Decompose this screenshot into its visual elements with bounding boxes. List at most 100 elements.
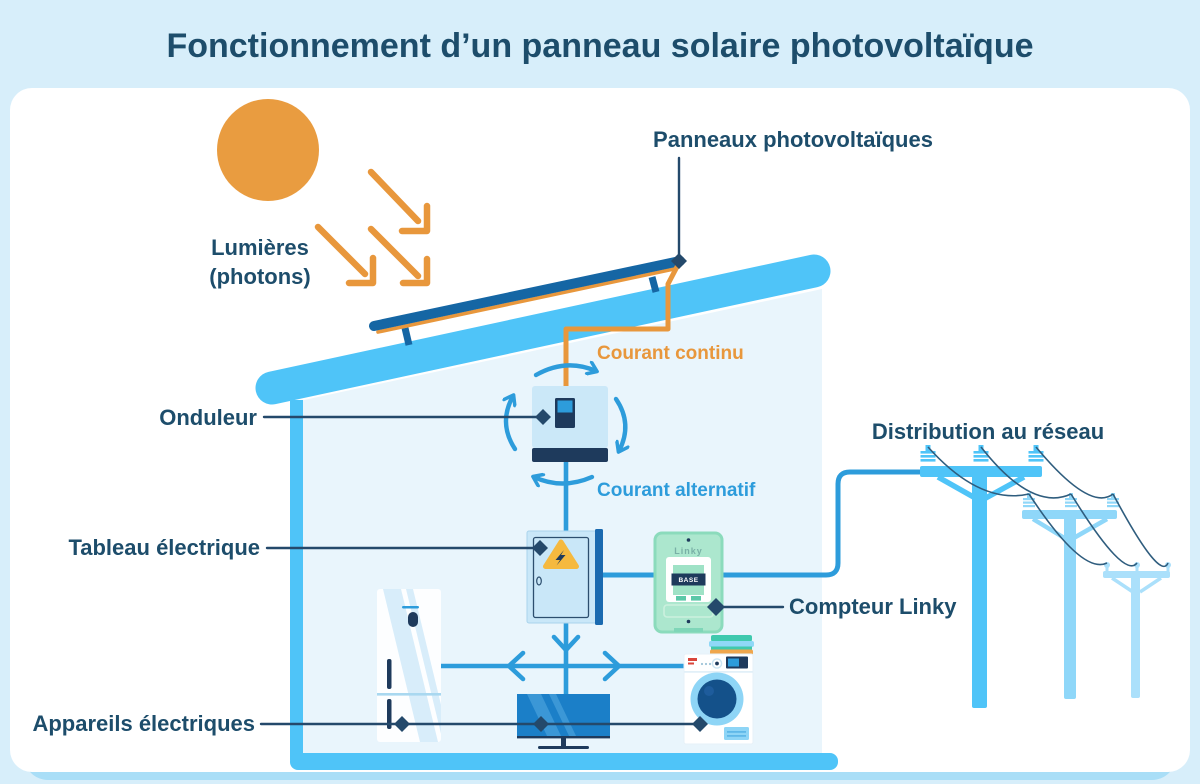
grid-cables bbox=[927, 446, 1169, 568]
panel-module bbox=[369, 256, 685, 331]
fridge bbox=[377, 589, 441, 742]
washer-led-3 bbox=[708, 662, 712, 666]
washer-door-highlight bbox=[704, 686, 714, 696]
panel-leg-left bbox=[401, 327, 413, 346]
tv-stand-neck bbox=[561, 738, 566, 747]
meter-top-screw bbox=[686, 538, 691, 542]
electrical-panel bbox=[526, 529, 603, 625]
arrow-down-icon bbox=[551, 634, 581, 653]
inverter-screen-glow bbox=[557, 400, 573, 413]
label-dc-current: Courant continu bbox=[597, 343, 744, 364]
arrow-left-icon bbox=[506, 650, 526, 682]
wiring bbox=[438, 260, 934, 697]
washer-logo-small bbox=[688, 662, 694, 665]
tv-stand-base bbox=[538, 746, 589, 749]
lightning-bolt-icon bbox=[555, 550, 566, 566]
meter-button-left bbox=[676, 596, 686, 601]
pole-3-insulators bbox=[1104, 562, 1171, 573]
pole-2-trunk bbox=[1064, 513, 1076, 699]
pole-3-crossarm bbox=[1103, 571, 1170, 578]
electrical-panel-side bbox=[595, 529, 603, 625]
pole-3 bbox=[1103, 562, 1171, 698]
light-ray-1 bbox=[367, 168, 422, 225]
pole-1-braces bbox=[936, 474, 1026, 502]
house-floor bbox=[290, 753, 838, 770]
washer-logo bbox=[688, 658, 697, 661]
rotation-arc-bottom-icon bbox=[534, 477, 595, 484]
pole-3-braces bbox=[1111, 576, 1162, 594]
meter-bottom-screw bbox=[686, 619, 691, 624]
washer-drawer-line-1 bbox=[727, 731, 746, 733]
meter-button-right bbox=[691, 596, 701, 601]
label-panels: Panneaux photovoltaïques bbox=[653, 127, 933, 152]
label-meter: Compteur Linky bbox=[789, 594, 957, 619]
light-ray-2-head bbox=[345, 254, 377, 287]
meter-display bbox=[671, 573, 706, 586]
label-electrical-panel: Tableau électrique bbox=[68, 535, 260, 560]
panel-orange-frame bbox=[376, 267, 676, 334]
tv-bottom-edge bbox=[517, 736, 610, 739]
label-grid: Distribution au réseau bbox=[872, 419, 1104, 444]
connector-diamond-inverter bbox=[535, 409, 551, 425]
labels: Lumières (photons) Panneaux photovoltaïq… bbox=[32, 127, 1104, 736]
pole-2-crossarm bbox=[1022, 510, 1117, 519]
connector-diamond-tv bbox=[533, 716, 549, 732]
pole-3-trunk bbox=[1131, 574, 1140, 698]
light-ray-3-head bbox=[399, 255, 431, 287]
label-light-line2: (photons) bbox=[209, 264, 310, 289]
fridge-door-divider bbox=[377, 693, 441, 696]
panel-latch bbox=[536, 576, 542, 586]
label-light-line1: Lumières bbox=[211, 235, 309, 260]
arrow-right-icon bbox=[602, 650, 622, 682]
fridge-handle-bottom bbox=[387, 699, 392, 729]
light-ray-1-head bbox=[398, 202, 431, 235]
inverter bbox=[506, 365, 625, 483]
fridge-vent bbox=[402, 606, 419, 609]
page-title: Fonctionnement d’un panneau solaire phot… bbox=[166, 27, 1033, 65]
sun-icon bbox=[217, 99, 319, 201]
towel-blue bbox=[709, 641, 754, 647]
solar-panel bbox=[369, 256, 685, 346]
connector-diamond-washer bbox=[692, 716, 708, 732]
tv bbox=[517, 694, 610, 749]
washer-drawer-line-2 bbox=[727, 735, 746, 737]
power-grid bbox=[920, 445, 1171, 708]
washer-panel-divider bbox=[684, 671, 753, 673]
washer-led-1 bbox=[700, 662, 704, 666]
light-arrows bbox=[314, 168, 431, 287]
rotation-arc-left-icon bbox=[506, 396, 518, 452]
pole-1-insulators bbox=[920, 445, 1044, 462]
rotation-arc-top-icon bbox=[533, 365, 596, 378]
label-inverter: Onduleur bbox=[159, 405, 257, 430]
washer-knob-dot bbox=[715, 661, 719, 666]
tv-reflections bbox=[527, 694, 577, 738]
meter-bottom-band bbox=[674, 628, 703, 632]
light-ray-3 bbox=[367, 225, 422, 280]
label-appliances: Appareils électriques bbox=[32, 711, 255, 736]
washer-door-glass bbox=[697, 679, 737, 719]
pole-1-trunk bbox=[972, 470, 987, 708]
connector-diamond-electrical-panel bbox=[532, 540, 548, 556]
grid-feed-wire bbox=[594, 469, 934, 578]
connector-diamond-panels bbox=[671, 253, 687, 269]
dc-wire bbox=[563, 260, 682, 390]
electrical-panel-door bbox=[532, 536, 590, 619]
rotation-arc-right-icon bbox=[613, 396, 625, 451]
towel-teal-top bbox=[711, 635, 752, 642]
panel-leg-right bbox=[648, 276, 660, 293]
roof bbox=[255, 254, 831, 405]
pole-1-crossarm bbox=[920, 466, 1042, 477]
pole-2-insulators bbox=[1023, 493, 1119, 508]
leaders bbox=[259, 156, 785, 732]
meter-display-mode: BASE bbox=[678, 577, 698, 584]
linky-meter: Linky BASE bbox=[653, 531, 724, 634]
washer-display-glow bbox=[728, 658, 739, 667]
washer-led-2 bbox=[704, 662, 708, 666]
light-ray-2 bbox=[314, 223, 369, 278]
connector-diamond-meter bbox=[707, 598, 725, 616]
sun-and-light bbox=[217, 99, 431, 287]
pole-2 bbox=[1022, 493, 1119, 699]
washer-drawer bbox=[724, 727, 749, 740]
connector-diamond-fridge bbox=[394, 716, 410, 732]
